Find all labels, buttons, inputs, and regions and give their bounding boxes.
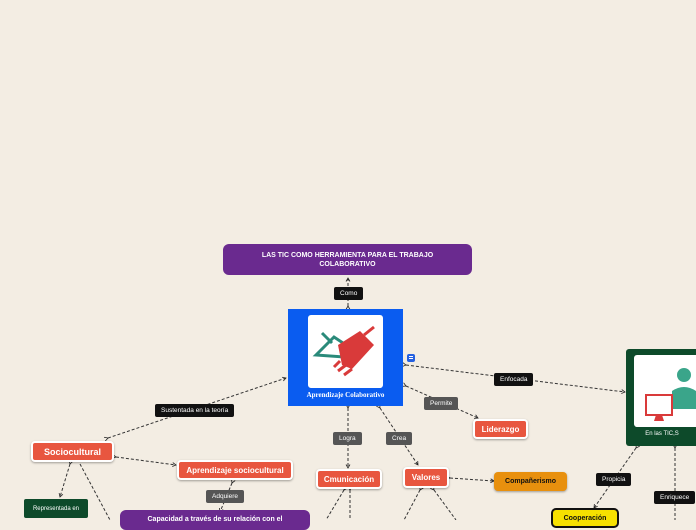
- companerismo-label: Compañerismo: [505, 478, 556, 485]
- link-label-sustentada: Sustentada en la teoría: [155, 404, 235, 417]
- liderazgo-label: Liderazgo: [481, 424, 520, 434]
- representada-label: Representada en: [32, 505, 80, 512]
- link-label-enriquece: Enriquece: [654, 491, 696, 504]
- link-label-permite: Permite: [424, 397, 459, 410]
- aprendizaje-sociocultural-label: Aprendizaje sociocultural: [186, 465, 284, 475]
- link-label-logra: Logra: [333, 432, 362, 445]
- central-topic-label: Aprendizaje Colaborativo: [306, 391, 385, 399]
- map-title-node[interactable]: LAS TIC COMO HERRAMIENTA PARA EL TRABAJO…: [223, 244, 472, 275]
- tics-label: En las TIC,S: [645, 431, 679, 437]
- sociocultural-node[interactable]: Sociocultural: [31, 441, 114, 462]
- valores-label: Valores: [411, 473, 441, 482]
- sociocultural-label: Sociocultural: [43, 446, 101, 457]
- valores-node[interactable]: Valores: [403, 467, 449, 488]
- link-label-adquiere: Adquiere: [206, 490, 245, 503]
- link-label-enfocada: Enfocada: [494, 373, 534, 386]
- capacidad-node[interactable]: Capacidad a través de su relación con el: [120, 510, 310, 530]
- computer-user-icon: [634, 355, 696, 427]
- note-icon[interactable]: [407, 354, 415, 362]
- map-title-text: LAS TIC COMO HERRAMIENTA PARA EL TRABAJO…: [261, 251, 434, 268]
- central-topic-node[interactable]: Aprendizaje Colaborativo: [288, 309, 403, 406]
- liderazgo-node[interactable]: Liderazgo: [473, 419, 528, 439]
- link-label-propicia: Propicia: [596, 473, 632, 486]
- comunicacion-label: Cmunicación: [323, 474, 375, 484]
- comunicacion-node[interactable]: Cmunicación: [316, 469, 382, 489]
- companerismo-node[interactable]: Compañerismo: [494, 472, 567, 491]
- representada-node[interactable]: Representada en: [24, 499, 88, 518]
- link-label-como: Como: [334, 287, 364, 300]
- tics-node[interactable]: En las TIC,S: [626, 349, 696, 446]
- link-label-crea: Crea: [386, 432, 413, 445]
- cooperacion-node[interactable]: Cooperación: [551, 508, 619, 528]
- handshake-icon: [308, 315, 383, 388]
- cooperacion-label: Cooperación: [563, 514, 607, 522]
- aprendizaje-sociocultural-node[interactable]: Aprendizaje sociocultural: [177, 460, 293, 480]
